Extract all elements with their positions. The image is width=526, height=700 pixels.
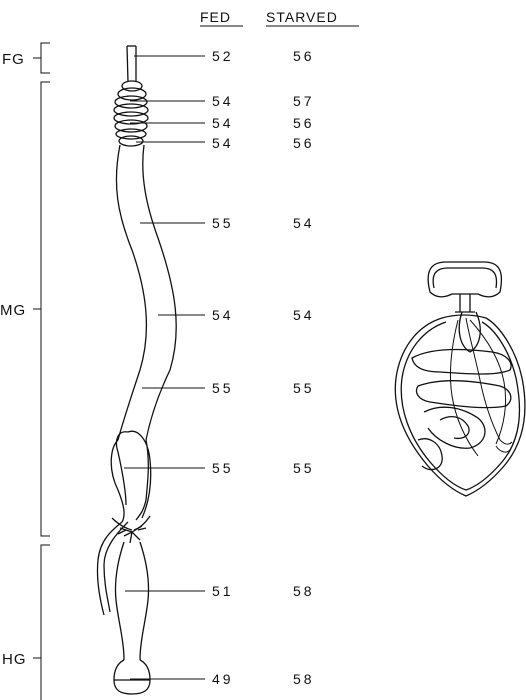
starved-value-6: 54 — [293, 307, 315, 323]
starved-value-2: 57 — [293, 93, 315, 109]
starved-values: 56 57 56 56 54 54 55 55 58 58 — [293, 48, 315, 687]
pylorus-junction — [112, 516, 150, 543]
fed-value-10: 49 — [212, 671, 234, 687]
fg-bracket: FG — [2, 43, 50, 73]
fed-value-1: 52 — [212, 48, 234, 64]
mg-bracket: MG — [0, 82, 50, 536]
region-brackets: FG MG HG — [0, 43, 50, 700]
fed-value-5: 55 — [212, 215, 234, 231]
fg-label: FG — [2, 51, 25, 68]
starved-value-10: 58 — [293, 671, 315, 687]
fed-value-4: 54 — [212, 135, 234, 151]
starved-value-1: 56 — [293, 48, 315, 64]
measurement-leader-lines — [124, 56, 205, 679]
mg-label: MG — [0, 302, 26, 319]
fed-value-9: 51 — [212, 583, 234, 599]
hg-bracket: HG — [2, 545, 50, 700]
starved-value-7: 55 — [293, 380, 315, 396]
starved-value-8: 55 — [293, 460, 315, 476]
fed-value-7: 55 — [212, 380, 234, 396]
proventriculus-rings — [114, 81, 148, 146]
fed-value-6: 54 — [212, 307, 234, 323]
in-situ-gut-illustration — [395, 262, 525, 496]
starved-column-header: STARVED — [266, 9, 338, 25]
fed-value-3: 54 — [212, 115, 234, 131]
fed-value-2: 54 — [212, 93, 234, 109]
starved-value-4: 56 — [293, 135, 315, 151]
fed-values: 52 54 54 54 55 54 55 55 51 49 — [212, 48, 234, 687]
hindgut-tube — [115, 542, 148, 660]
fed-column-header: FED — [200, 9, 231, 25]
foregut-tube — [127, 46, 136, 82]
hg-label: HG — [2, 651, 27, 668]
midgut-tube — [116, 145, 176, 440]
starved-value-5: 54 — [293, 215, 315, 231]
starved-value-3: 56 — [293, 115, 315, 131]
starved-value-9: 58 — [293, 583, 315, 599]
fed-value-8: 55 — [212, 460, 234, 476]
malpighian-tubules — [97, 431, 150, 615]
gut-drawing — [97, 46, 176, 694]
rectum — [114, 660, 150, 694]
column-headers: FED STARVED — [200, 9, 359, 26]
